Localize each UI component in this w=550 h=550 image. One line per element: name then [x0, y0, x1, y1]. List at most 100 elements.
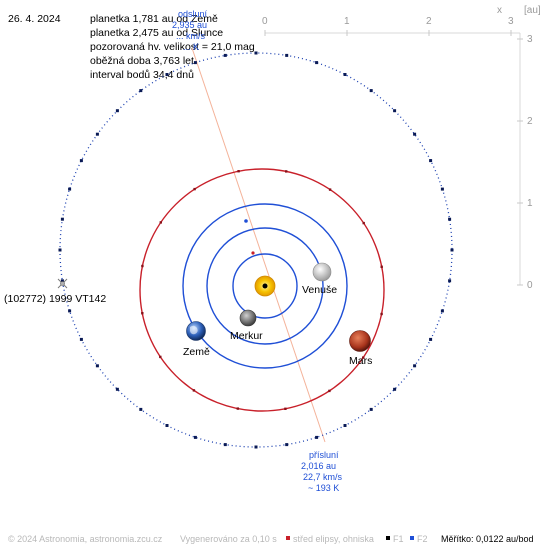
y-tick-1: 1: [527, 198, 533, 209]
mars-orbit-marker: [328, 389, 331, 393]
asteroid-orbit-marker: [393, 109, 397, 113]
asteroid-orbit-marker: [139, 89, 143, 93]
mars-orbit-marker: [141, 312, 144, 315]
mars-orbit-marker: [380, 265, 383, 268]
date-label: 26. 4. 2024: [8, 13, 61, 25]
asteroid-orbit-marker: [343, 73, 347, 76]
asteroid-orbit-marker: [79, 159, 83, 163]
footer-copyright: © 2024 Astronomia, astronomia.zcu.cz: [8, 534, 163, 544]
x-tick-2: 2: [426, 16, 432, 27]
mars-orbit-marker: [362, 221, 365, 225]
asteroid-orbit-marker: [315, 61, 319, 65]
legend-center-swatch: [286, 536, 290, 540]
earth-orbit: [182, 203, 348, 369]
asteroid-label: (102772) 1999 VT142: [4, 293, 106, 305]
mars-orbit-marker: [237, 170, 240, 173]
asteroid-orbit-marker: [393, 387, 397, 391]
asteroid-orbit-marker: [369, 407, 373, 411]
footer-f2: F2: [417, 534, 428, 544]
asteroid-orbit-marker: [285, 53, 289, 57]
asteroid-orbit-marker: [285, 443, 289, 447]
asteroid-orbit-marker: [79, 337, 83, 341]
info-distance-sun: planetka 2,475 au od Slunce: [90, 27, 223, 39]
mars-orbit-marker: [193, 187, 196, 191]
footer-generated: Vygenerováno za 0,10 s: [180, 534, 277, 544]
y-tick-0: 0: [527, 280, 533, 291]
perihelion-title: přísluní: [309, 450, 339, 460]
asteroid-orbit-marker: [254, 51, 258, 55]
asteroid-orbit-marker: [429, 337, 433, 341]
axis-unit: [au]: [524, 5, 541, 16]
mars-orbit-marker: [328, 188, 332, 191]
info-interval: interval bodů 34,4 dnů: [90, 69, 194, 81]
y-tick-3: 3: [527, 34, 533, 45]
asteroid-orbit-marker: [369, 89, 373, 93]
x-tick-3: 3: [508, 16, 514, 27]
perihelion-speed: 22,7 km/s: [303, 472, 343, 482]
perihelion-temperature: ~ 193 K: [308, 483, 339, 493]
mercury-planet: [239, 309, 257, 327]
asteroid-orbit-marker: [115, 109, 119, 113]
x-axis-label: x: [497, 5, 502, 16]
asteroid-marker: [57, 278, 68, 289]
asteroid-orbit-marker: [440, 187, 444, 191]
asteroid-orbit-marker: [95, 132, 99, 136]
asteroid-orbit-marker: [413, 132, 417, 136]
venus-planet: [312, 262, 332, 282]
asteroid-orbit-marker: [60, 217, 64, 221]
asteroid-orbit-marker: [315, 435, 319, 439]
footer-scale: Měřítko: 0,0122 au/bod: [441, 534, 534, 544]
aphelion-distance: 2,935 au: [172, 20, 207, 30]
aphelion-title: odsluní: [178, 9, 208, 19]
asteroid-orbit-marker: [413, 364, 417, 368]
mars-orbit-marker: [284, 407, 287, 410]
apsis-line: [191, 47, 326, 443]
asteroid-orbit-marker: [193, 61, 197, 65]
mars-orbit-marker: [236, 407, 239, 410]
asteroid-position-markers: [58, 51, 454, 449]
mars-orbit-marker: [362, 356, 365, 359]
mercury-label: Merkur: [230, 330, 263, 342]
asteroid-orbit-marker: [139, 407, 143, 411]
aphelion-temperature: ... K: [183, 42, 199, 52]
aphelion-label: odsluní 2,935 au ... km/s ... K: [172, 9, 208, 52]
asteroid-orbit-marker: [223, 53, 227, 57]
venus-label: Venuše: [302, 284, 337, 296]
y-tick-2: 2: [527, 116, 533, 127]
asteroid-orbit-marker: [165, 424, 169, 427]
asteroid-orbit-marker: [193, 435, 197, 439]
asteroid-orbit-marker: [58, 248, 62, 252]
asteroid-orbit-marker: [448, 279, 452, 283]
asteroid-orbit-marker: [343, 424, 347, 427]
perihelion-distance: 2,016 au: [301, 461, 336, 471]
axes: [264, 30, 523, 286]
asteroid-orbit-marker: [440, 309, 444, 313]
asteroid-orbit-marker: [68, 309, 72, 313]
info-period: oběžná doba 3,763 let: [90, 55, 194, 67]
aphelion-speed: ... km/s: [176, 31, 205, 41]
x-tick-1: 1: [344, 16, 350, 27]
asteroid-orbit-marker: [448, 217, 452, 221]
mars-orbit: [139, 168, 385, 412]
mars-orbit-point-outer: [251, 251, 255, 255]
sun: [254, 275, 276, 297]
asteroid-orbit-marker: [115, 387, 119, 391]
x-tick-0: 0: [262, 16, 268, 27]
legend-f2-swatch: [410, 536, 414, 540]
earth-label: Země: [183, 346, 210, 358]
ellipse-center-mark: [244, 219, 248, 223]
asteroid-orbit-marker: [223, 443, 227, 447]
asteroid-orbit-marker: [68, 187, 72, 191]
footer-legend-center: střed elipsy, ohniska: [293, 534, 374, 544]
asteroid-orbit-marker: [165, 73, 169, 76]
asteroid-orbit-marker: [429, 159, 433, 163]
footer-f1: F1: [393, 534, 404, 544]
asteroid-orbit-marker: [60, 279, 64, 283]
mars-orbit-marker: [380, 312, 383, 316]
mars-orbit-marker: [159, 355, 162, 359]
mars-orbit-marker: [285, 170, 288, 173]
venus-orbit: [206, 227, 324, 345]
mars-orbit-marker: [141, 264, 144, 268]
mercury-orbit: [232, 253, 298, 319]
